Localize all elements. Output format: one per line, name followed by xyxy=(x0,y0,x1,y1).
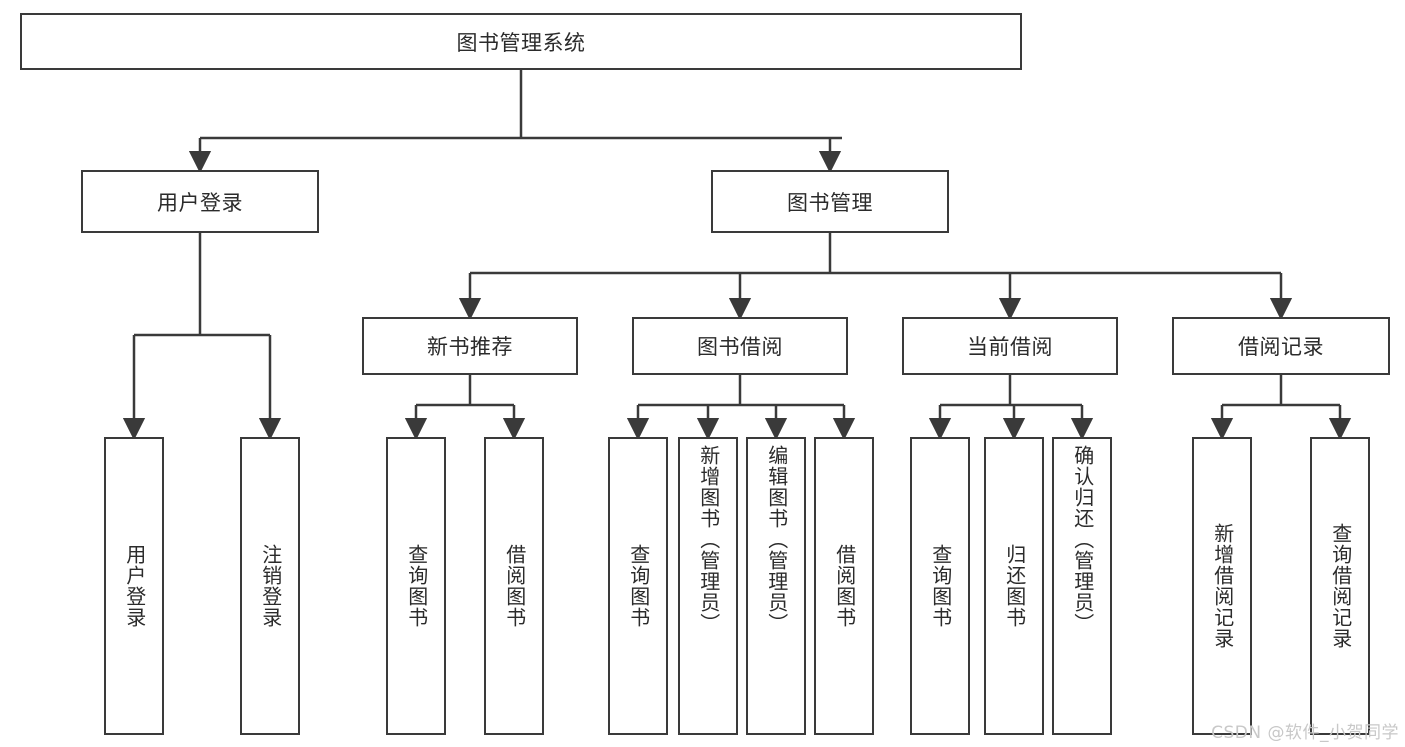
node-label: 新书推荐 xyxy=(427,335,513,359)
node-label: 用户登录 xyxy=(157,190,243,215)
node-label: 新增图书（管理员） xyxy=(696,445,721,634)
node-label: 编辑图书（管理员） xyxy=(764,445,789,634)
node-label: 查询图书 xyxy=(404,544,429,628)
node-level3-0[interactable]: 新书推荐 xyxy=(362,317,578,375)
node-leaf-5[interactable]: 新增图书（管理员） xyxy=(678,437,738,735)
node-level2-0[interactable]: 用户登录 xyxy=(81,170,319,233)
node-leaf-3[interactable]: 借阅图书 xyxy=(484,437,544,735)
node-label: 图书管理 xyxy=(787,190,873,215)
node-label: 归还图书 xyxy=(1002,544,1027,628)
node-label: 借阅记录 xyxy=(1238,335,1324,359)
node-leaf-11[interactable]: 新增借阅记录 xyxy=(1192,437,1252,735)
node-leaf-12[interactable]: 查询借阅记录 xyxy=(1310,437,1370,735)
node-level3-3[interactable]: 借阅记录 xyxy=(1172,317,1390,375)
node-level2-1[interactable]: 图书管理 xyxy=(711,170,949,233)
node-label: 确认归还（管理员） xyxy=(1070,445,1095,634)
node-label: 注销登录 xyxy=(258,544,283,628)
node-leaf-6[interactable]: 编辑图书（管理员） xyxy=(746,437,806,735)
node-leaf-10[interactable]: 确认归还（管理员） xyxy=(1052,437,1112,735)
node-label: 借阅图书 xyxy=(502,544,527,628)
node-label: 查询图书 xyxy=(626,544,651,628)
node-leaf-2[interactable]: 查询图书 xyxy=(386,437,446,735)
node-leaf-7[interactable]: 借阅图书 xyxy=(814,437,874,735)
node-label: 图书管理系统 xyxy=(456,30,586,55)
node-label: 查询图书 xyxy=(928,544,953,628)
node-leaf-9[interactable]: 归还图书 xyxy=(984,437,1044,735)
node-label: 图书借阅 xyxy=(697,335,783,359)
node-level3-1[interactable]: 图书借阅 xyxy=(632,317,848,375)
node-leaf-4[interactable]: 查询图书 xyxy=(608,437,668,735)
node-leaf-8[interactable]: 查询图书 xyxy=(910,437,970,735)
csdn-watermark: CSDN @软件_小贺同学 xyxy=(1211,723,1399,743)
node-label: 借阅图书 xyxy=(832,544,857,628)
node-leaf-0[interactable]: 用户登录 xyxy=(104,437,164,735)
node-root[interactable]: 图书管理系统 xyxy=(20,13,1022,70)
node-label: 查询借阅记录 xyxy=(1328,523,1353,649)
node-label: 当前借阅 xyxy=(967,335,1053,359)
node-leaf-1[interactable]: 注销登录 xyxy=(240,437,300,735)
node-label: 用户登录 xyxy=(122,544,147,628)
node-level3-2[interactable]: 当前借阅 xyxy=(902,317,1118,375)
node-label: 新增借阅记录 xyxy=(1210,523,1235,649)
